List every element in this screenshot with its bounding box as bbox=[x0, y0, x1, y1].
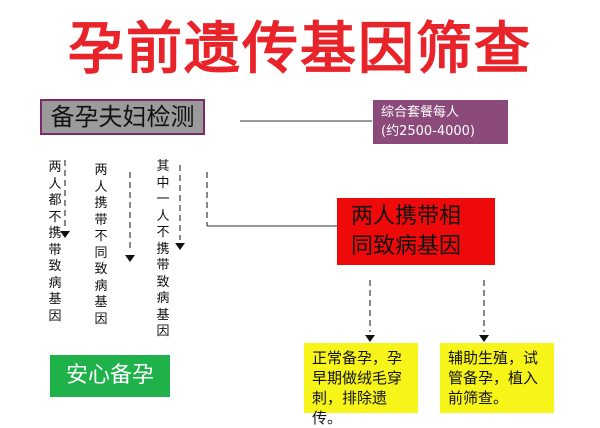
safe-pregnancy-box: 安心备孕 bbox=[50, 355, 170, 397]
branch3-arrow bbox=[175, 243, 185, 250]
outcome-right-arrow bbox=[479, 335, 489, 342]
outcome-left-arrow bbox=[365, 335, 375, 342]
outcome-left-line-2: 早期做绒毛穿 bbox=[312, 369, 403, 387]
outcome-right-line-2: 管备孕，植入 bbox=[448, 369, 539, 387]
branch1-arrow bbox=[60, 231, 70, 238]
outcome-right-line-1: 辅助生殖，试 bbox=[448, 349, 539, 367]
carrier-line-2: 同致病基因 bbox=[351, 234, 462, 259]
branch1-label: 两人都不携带致病基因 bbox=[48, 160, 62, 324]
carrier-line-1: 两人携带相 bbox=[351, 204, 462, 229]
page-title: 孕前遗传基因筛查 bbox=[68, 17, 532, 82]
price-box: 综合套餐每人 (约2500-4000) bbox=[373, 100, 508, 144]
branch2-arrow bbox=[125, 255, 135, 262]
outcome-left-line-3: 刺，排除遗传。 bbox=[312, 389, 388, 427]
price-line-2: (约2500-4000) bbox=[381, 124, 476, 139]
branch3-label: 其中一人不携带致病基因 bbox=[156, 159, 170, 339]
branch2-label: 两人携带不同致病基因 bbox=[94, 163, 108, 327]
same-gene-carrier-box: 两人携带相 同致病基因 bbox=[337, 198, 495, 265]
outcome-right-line-3: 前筛查。 bbox=[448, 389, 509, 407]
outcome-left-line-1: 正常备孕，孕 bbox=[312, 349, 403, 367]
price-line-1: 综合套餐每人 bbox=[381, 105, 460, 120]
outcome-assisted-reproduction-box: 辅助生殖，试 管备孕，植入 前筛查。 bbox=[440, 343, 554, 413]
outcome-normal-pregnancy-box: 正常备孕，孕 早期做绒毛穿 刺，排除遗传。 bbox=[304, 343, 418, 427]
couple-test-box: 备孕夫妇检测 bbox=[40, 99, 205, 135]
